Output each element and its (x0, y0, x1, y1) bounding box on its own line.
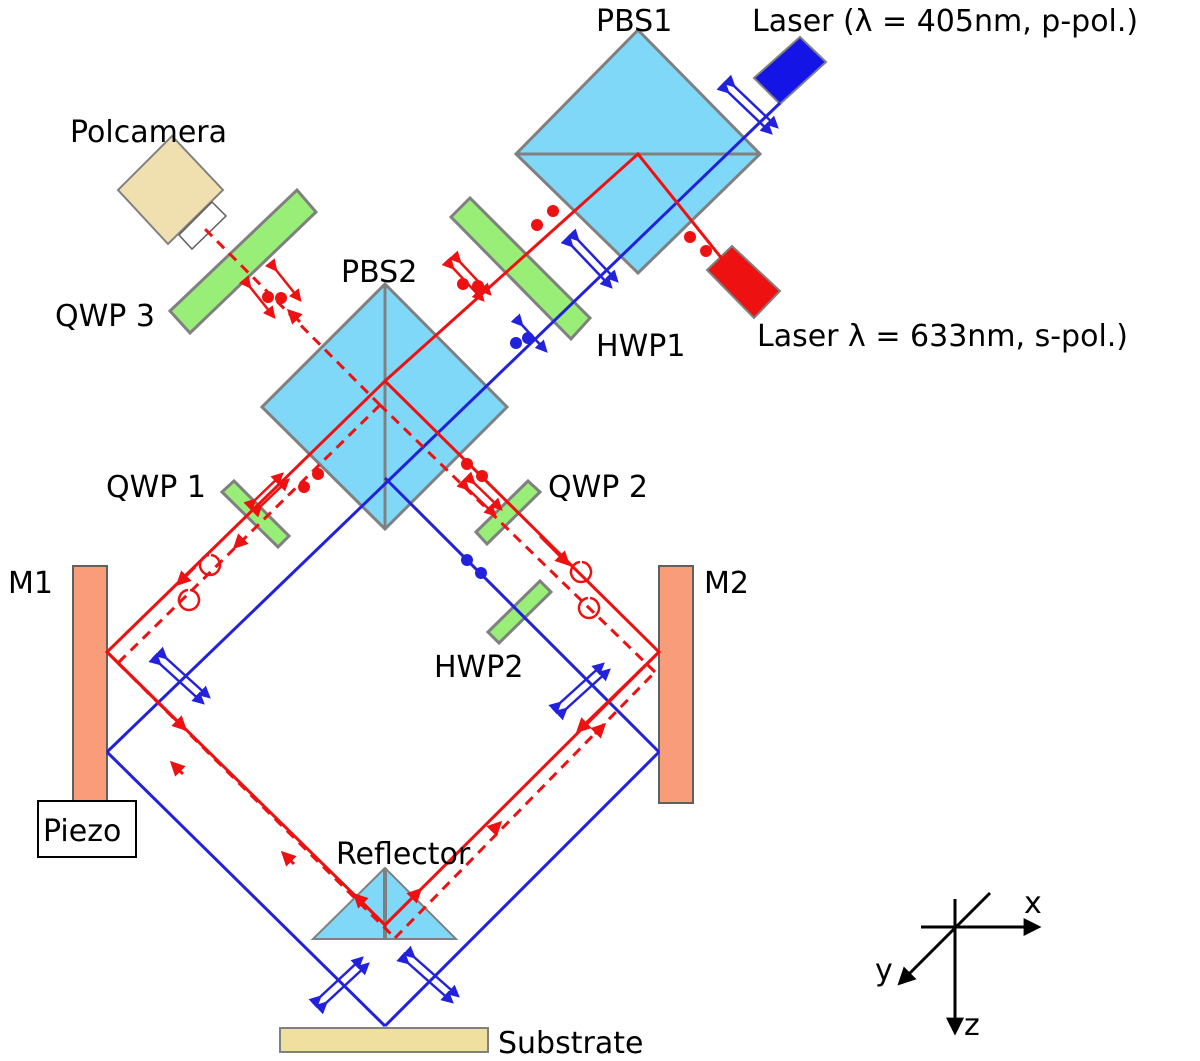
label-polcamera: Polcamera (70, 115, 227, 150)
label-qwp3: QWP 3 (55, 299, 155, 334)
p-pol-arrows-blue (148, 74, 779, 1015)
label-qwp1: QWP 1 (106, 470, 206, 505)
label-hwp2: HWP2 (434, 650, 523, 685)
label-laser-blue: Laser (λ = 405nm, p-pol.) (752, 4, 1138, 39)
coordinate-axes (897, 891, 1042, 1036)
label-laser-red: Laser λ = 633nm, s-pol.) (757, 319, 1128, 354)
label-substrate: Substrate (498, 1026, 643, 1056)
label-pbs2: PBS2 (341, 255, 417, 290)
p-pol-arrows-red (238, 250, 503, 518)
label-axis-y: y (875, 953, 893, 988)
qwp1-plate (219, 478, 292, 550)
substrate-plate (279, 1027, 489, 1053)
label-pbs1: PBS1 (596, 4, 672, 39)
polcamera-body (116, 134, 225, 246)
labels: PBS1 Laser (λ = 405nm, p-pol.) Polcamera… (8, 4, 1138, 1061)
label-axis-x: x (1024, 886, 1042, 921)
label-qwp2: QWP 2 (548, 470, 648, 505)
label-m1: M1 (8, 566, 53, 601)
polcamera-sensor (177, 200, 228, 251)
qwp3-plate (167, 187, 319, 336)
piezo-box (37, 800, 137, 858)
hwp1-plate (448, 195, 593, 342)
red-return-beam (116, 225, 657, 940)
label-m2: M2 (704, 566, 749, 601)
laser-blue-box (752, 35, 828, 106)
circular-pol-glyphs (177, 553, 601, 620)
label-piezo: Piezo (43, 814, 121, 849)
blue-s-dots (461, 332, 534, 579)
label-axis-z: z (964, 1008, 980, 1043)
m1-mirror (72, 565, 108, 804)
label-hwp1: HWP1 (596, 329, 685, 364)
m2-mirror (658, 565, 694, 804)
pbs1-cube (513, 27, 763, 276)
laser-red-box (705, 244, 782, 320)
qwp2-plate (473, 478, 543, 547)
label-reflector: Reflector (336, 837, 471, 872)
